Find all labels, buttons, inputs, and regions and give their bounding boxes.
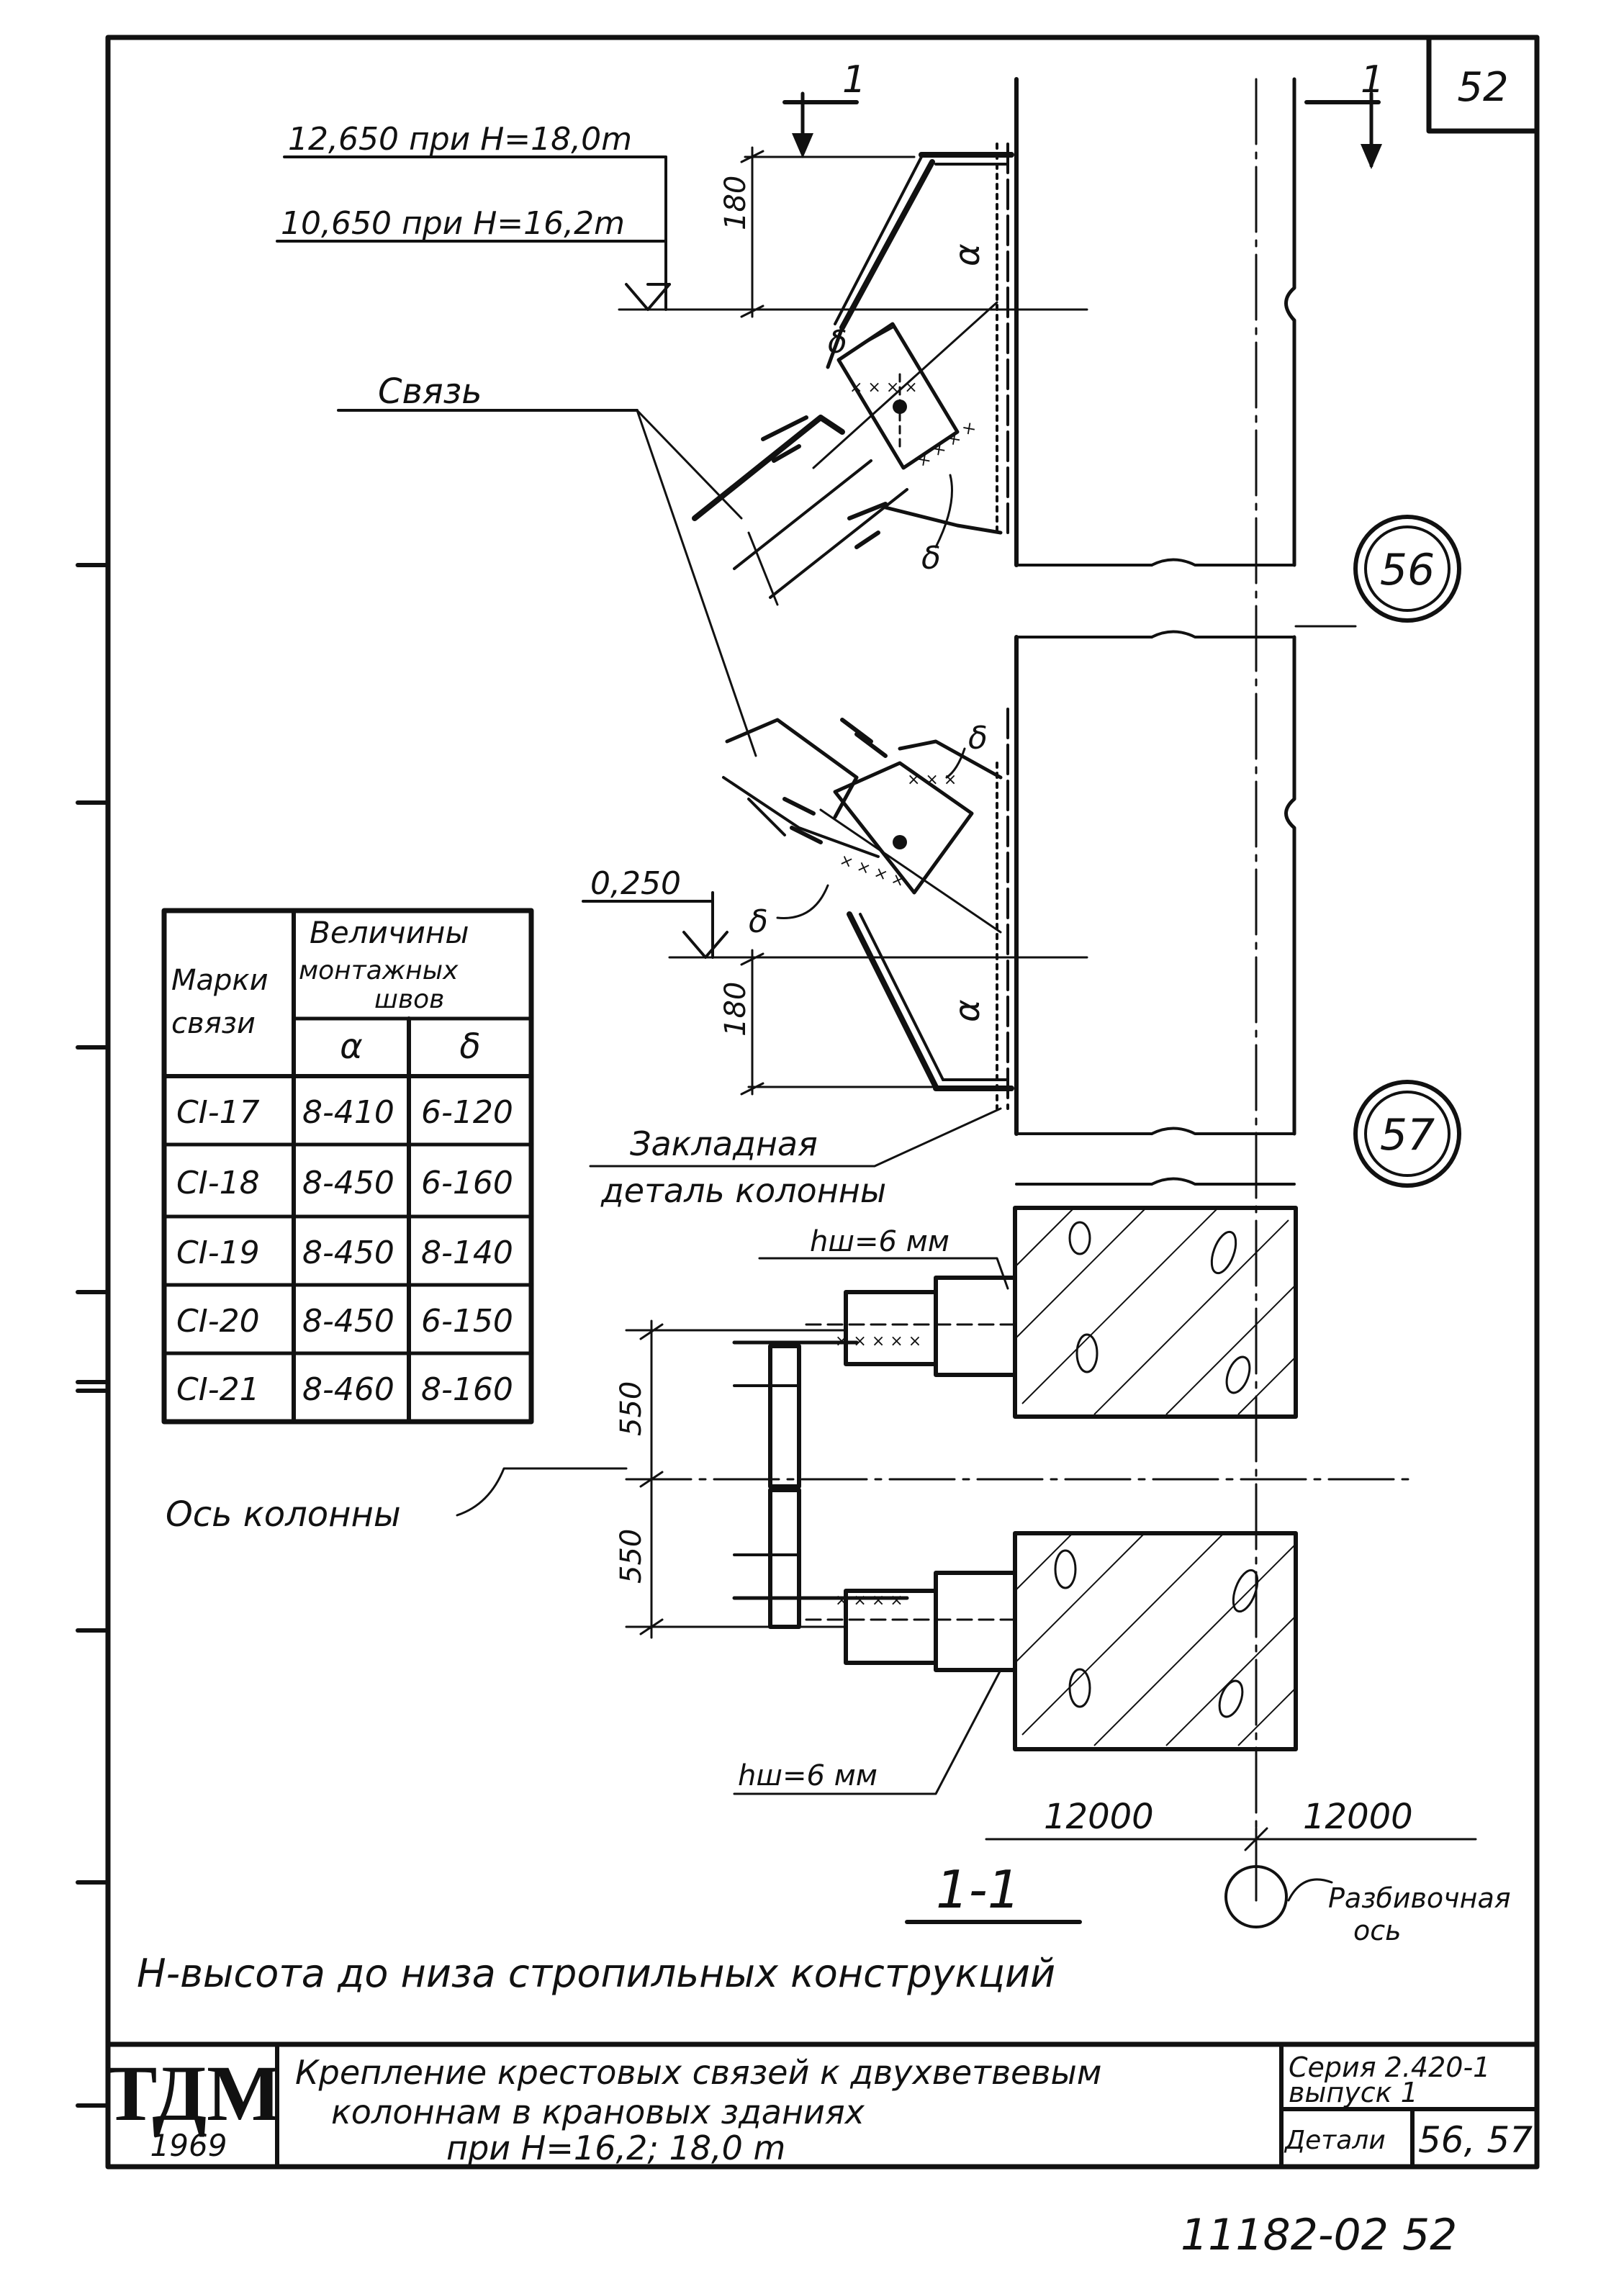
section-label: 1-1 (936, 1859, 1021, 1920)
weld-leg-label-upper: hш=6 мм (810, 1225, 949, 1258)
section-cut-label-left: 1 (842, 58, 866, 101)
table-row-4-mark: CI-20 (176, 1303, 260, 1340)
section-1-1: × × × × × × × × × (625, 1206, 1412, 1751)
details-value: 56, 57 (1418, 2119, 1533, 2161)
elevation-top-1: 12,650 при H=18,0m (288, 121, 632, 158)
detail-callout-56 (1294, 515, 1461, 628)
table-row-1-b: 6-120 (421, 1094, 513, 1131)
bracing-leaders (337, 409, 757, 757)
table-header-values-3: швов (374, 985, 444, 1014)
svg-text:× × × ×: × × × × (837, 851, 908, 891)
title-line-1: Крепление крестовых связей к двухветвевы… (295, 2053, 1102, 2092)
svg-text:× × × ×: × × × × (849, 379, 918, 397)
title-year: 1969 (150, 2128, 227, 2163)
weld-mark-b-lower-1: δ (968, 720, 988, 757)
table-row-5-b: 8-160 (421, 1371, 513, 1408)
embedded-part-label-2: деталь колонны (600, 1171, 886, 1210)
bottom-code: 11182-02 52 (1181, 2210, 1457, 2260)
dim-12000-left: 12000 (1044, 1797, 1154, 1837)
section-cut-label-right: 1 (1361, 58, 1384, 101)
table-row-4-b: 6-150 (421, 1303, 513, 1340)
embedded-part-label-1: Закладная (630, 1124, 818, 1163)
table-row-5-mark: CI-21 (176, 1371, 260, 1408)
setting-out-axis-label-1: Разбивочная (1328, 1882, 1511, 1914)
column-axis-label: Ось колонны (166, 1494, 401, 1535)
section-cut-marks (782, 91, 1382, 169)
dim-550-upper: 550 (615, 1381, 648, 1436)
table-header-mark-2: связи (171, 1007, 256, 1040)
dim-12000-line (985, 1827, 1477, 1928)
detail-callout-57 (1353, 1080, 1461, 1188)
series-issue: выпуск 1 (1289, 2077, 1418, 2108)
dim-180-upper: 180 (719, 176, 752, 230)
table-row-3-mark: CI-19 (176, 1235, 260, 1271)
setting-out-axis-label-2: ось (1353, 1915, 1402, 1946)
sheet-number: 52 (1457, 64, 1508, 111)
table-row-1-a: 8-410 (302, 1094, 394, 1131)
table-col-b: δ (459, 1026, 480, 1067)
dim-180-lower: 180 (719, 982, 752, 1037)
dim-12000-right: 12000 (1303, 1797, 1413, 1837)
column-upper (1014, 77, 1296, 1186)
table-header-values-2: монтажных (299, 956, 459, 985)
title-line-3: при H=16,2; 18,0 m (446, 2129, 785, 2167)
title-line-2: колоннам в крановых зданиях (331, 2093, 865, 2131)
elevation-marks-upper (276, 146, 1088, 318)
detail-callout-57-label: 57 (1380, 1110, 1435, 1160)
table-row-3-b: 8-140 (421, 1235, 513, 1271)
weld-mark-a-lower: α (947, 999, 988, 1022)
elevation-bottom: 0,250 (590, 865, 681, 902)
weld-mark-a-upper: α (947, 243, 988, 266)
svg-text:× × × × ×: × × × × × (835, 1332, 921, 1350)
weld-table (161, 908, 534, 1425)
weld-mark-b-upper-1: δ (828, 324, 847, 361)
svg-text:× × ×: × × × (907, 771, 957, 789)
svg-text:× × × ×: × × × × (835, 1592, 903, 1610)
table-row-5-a: 8-460 (302, 1371, 394, 1408)
org-logo: ТДМ (104, 2049, 281, 2137)
sheet-frame (76, 35, 1540, 2170)
table-header-values-1: Величины (310, 915, 469, 950)
svg-text:× × × ×: × × × × (914, 418, 980, 471)
weld-mark-b-lower-2: δ (749, 903, 768, 940)
table-row-2-a: 8-450 (302, 1165, 394, 1201)
height-note: H-высота до низа стропильных конструкций (137, 1951, 1055, 1996)
elevation-top-2: 10,650 при H=16,2m (281, 205, 625, 242)
table-col-a: α (340, 1026, 363, 1067)
elevation-marks-lower (582, 891, 1088, 1096)
table-row-2-mark: CI-18 (176, 1165, 260, 1201)
table-row-3-a: 8-450 (302, 1235, 394, 1271)
details-label: Детали (1284, 2126, 1386, 2155)
weld-mark-b-upper-2: δ (921, 540, 941, 577)
table-row-1-mark: CI-17 (176, 1094, 260, 1131)
table-row-4-a: 8-450 (302, 1303, 394, 1340)
embedded-plate-lower (996, 708, 1009, 1110)
detail-callout-56-label: 56 (1380, 545, 1435, 595)
table-row-2-b: 6-160 (421, 1165, 513, 1201)
weld-leg-label-lower: hш=6 мм (738, 1759, 878, 1792)
bracing-label: Связь (378, 371, 482, 412)
embedded-plate-upper (996, 143, 1009, 538)
dim-550-lower: 550 (615, 1529, 648, 1584)
series-label: Серия 2.420-1 (1289, 2052, 1490, 2083)
table-header-mark-1: Марки (171, 964, 269, 997)
